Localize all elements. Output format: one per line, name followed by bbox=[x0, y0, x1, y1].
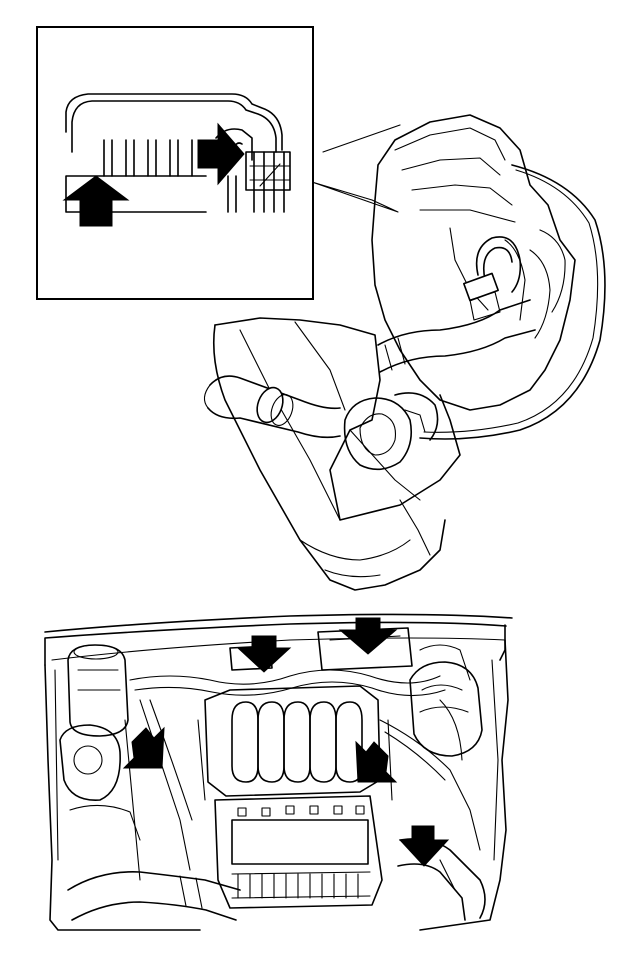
inset-frame bbox=[36, 26, 314, 300]
intake-manifold-block bbox=[214, 317, 461, 521]
cowl-top bbox=[44, 613, 513, 633]
leader-line bbox=[311, 181, 399, 213]
detail-inset bbox=[36, 26, 314, 300]
inset-fins bbox=[103, 139, 193, 177]
bay-arrow-down-right bbox=[122, 726, 165, 769]
right-fender bbox=[419, 639, 509, 931]
air-intake-assembly bbox=[203, 114, 606, 591]
radiator-hose-lower bbox=[67, 871, 241, 891]
bay-arrow-down-2 bbox=[338, 617, 398, 655]
valve-cover-panel bbox=[231, 819, 369, 865]
throttle-body bbox=[343, 397, 413, 471]
plenum-runners bbox=[231, 701, 363, 783]
engine-block bbox=[214, 795, 383, 909]
left-fender bbox=[44, 664, 201, 931]
inset-arrow-up bbox=[62, 175, 130, 227]
wiring-harness bbox=[129, 669, 441, 685]
air-cleaner-housing bbox=[371, 114, 576, 411]
bay-arrow-down-3 bbox=[398, 825, 450, 867]
bay-arrow-down-1 bbox=[236, 635, 292, 673]
engine-bay-view bbox=[44, 613, 513, 931]
air-filter-housing bbox=[409, 661, 483, 757]
breather-hose bbox=[475, 236, 522, 293]
inset-cover-outline bbox=[65, 93, 283, 151]
brake-master-cylinder bbox=[59, 724, 121, 801]
cable-loop bbox=[419, 164, 606, 440]
inset-arrow-right bbox=[197, 122, 245, 186]
intake-duct bbox=[377, 299, 531, 346]
bay-arrow-down-left bbox=[355, 740, 398, 783]
block-bolts bbox=[231, 805, 371, 899]
